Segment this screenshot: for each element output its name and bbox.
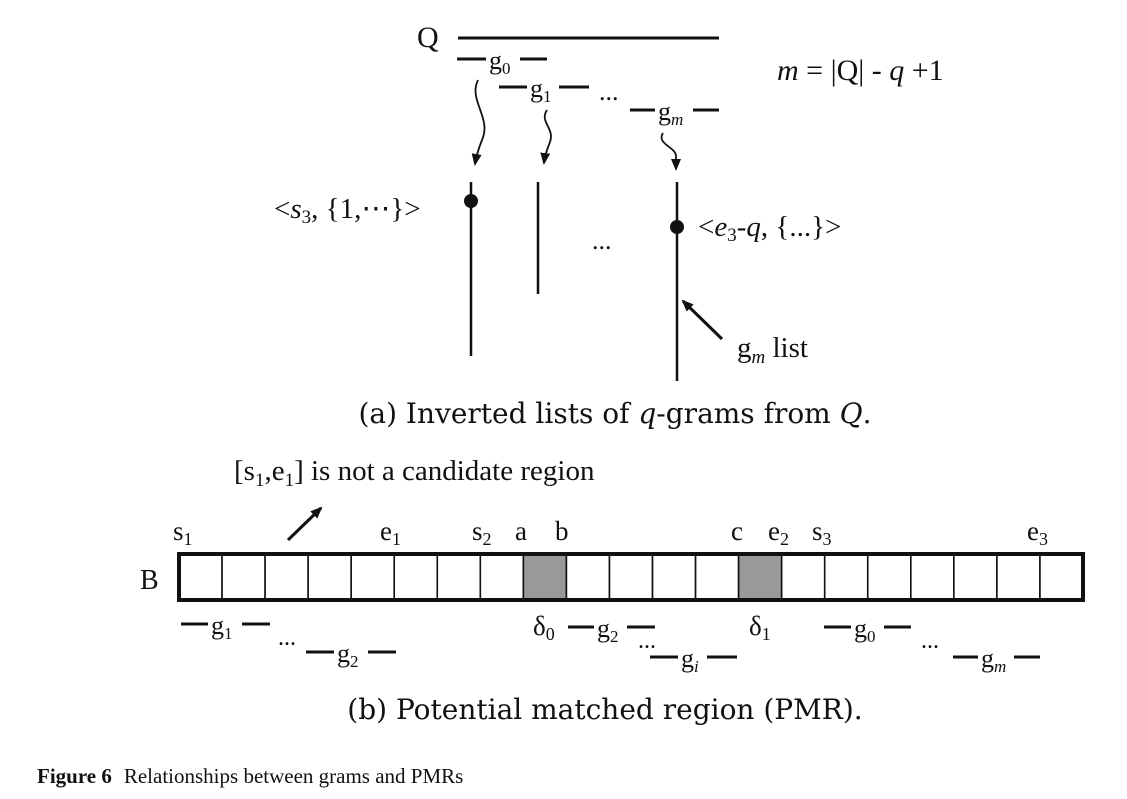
svg-text:g1: g1 <box>530 74 552 106</box>
svg-text:gm: gm <box>981 644 1006 676</box>
panel-a: Q m = |Q| - q +1 g0 g1 ... gm <box>274 21 944 430</box>
array-cell <box>436 553 482 601</box>
array-cell <box>307 553 352 601</box>
array-cell <box>996 553 1041 601</box>
bottom-ellipsis-2: ... <box>638 628 656 654</box>
gram-ellipsis: ... <box>599 77 619 106</box>
svg-text:gm: gm <box>658 97 683 129</box>
label-b: b <box>555 516 569 546</box>
bottom-gram-gm: gm <box>953 644 1040 676</box>
delta-0: δ0 <box>533 611 555 644</box>
bottom-gram-g0: g0 <box>824 614 911 646</box>
array-cell <box>953 553 998 601</box>
label-a: a <box>515 516 527 546</box>
caption-a: (a) Inverted lists of q-grams from Q. <box>358 397 871 430</box>
bottom-gram-gi: gi <box>650 644 737 676</box>
bottom-gram-g2-mid: g2 <box>568 614 655 646</box>
array-cell <box>694 553 740 601</box>
array-cell <box>651 553 697 601</box>
array-cell <box>608 553 654 601</box>
svg-text:g2: g2 <box>337 639 359 671</box>
caption-b: (b) Potential matched region (PMR). <box>347 693 862 726</box>
array-cell <box>178 553 223 601</box>
gram-g0: g0 <box>457 46 547 78</box>
bottom-grams: g1 ... g2 δ0 g2 ... gi δ1 <box>181 611 1040 676</box>
array-cell <box>264 553 309 601</box>
bottom-gram-g2-left: g2 <box>306 639 396 671</box>
array-cell-shaded <box>737 553 783 601</box>
arrow-g0-to-list <box>471 79 486 166</box>
svg-text:g0: g0 <box>854 614 876 646</box>
list-ellipsis: ... <box>592 226 612 255</box>
array-outline <box>177 552 1085 602</box>
array-cell <box>823 553 869 601</box>
svg-text:g0: g0 <box>489 46 511 78</box>
arrow-g1-to-list <box>540 109 552 165</box>
label-e3: e3 <box>1027 516 1048 549</box>
array-cell <box>910 553 955 601</box>
array-cell <box>479 553 525 601</box>
list-entry-dot-end <box>670 220 684 234</box>
array-b <box>177 552 1085 602</box>
note-arrow <box>286 506 323 542</box>
svg-text:gi: gi <box>681 644 699 676</box>
array-cell <box>866 553 912 601</box>
list-entry-end: <e3-q, {...}> <box>698 211 841 246</box>
array-label: B <box>140 565 159 596</box>
svg-text:g1: g1 <box>211 611 233 643</box>
array-cell-shaded <box>522 553 568 601</box>
delta-1: δ1 <box>749 611 771 644</box>
array-cell <box>565 553 611 601</box>
bottom-gram-g1: g1 <box>181 611 270 643</box>
formula: m = |Q| - q +1 <box>777 54 944 87</box>
bottom-ellipsis-1: ... <box>278 625 296 651</box>
non-candidate-note: [s1,e1] is not a candidate region <box>234 455 595 491</box>
gm-list-label: gm list <box>737 332 808 368</box>
bottom-ellipsis-3: ... <box>921 628 939 654</box>
gm-list-arrow <box>681 299 724 341</box>
gram-g1: g1 <box>499 74 589 106</box>
svg-text:g2: g2 <box>597 614 619 646</box>
array-cell <box>1039 553 1084 601</box>
array-cell <box>780 553 826 601</box>
label-e2: e2 <box>768 516 789 549</box>
list-entry-start: <s3, {1,⋯}> <box>274 193 421 228</box>
label-s1: s1 <box>173 516 193 549</box>
list-entry-dot-start <box>464 194 478 208</box>
array-cell <box>221 553 266 601</box>
array-cell <box>350 553 396 601</box>
query-label: Q <box>417 21 439 54</box>
panel-b: [s1,e1] is not a candidate region s1 e1 … <box>140 455 1085 726</box>
label-s2: s2 <box>472 516 492 549</box>
label-s3: s3 <box>812 516 832 549</box>
label-c: c <box>731 516 743 546</box>
label-e1: e1 <box>380 516 401 549</box>
top-labels: s1 e1 s2 a b c e2 s3 e3 <box>173 516 1048 549</box>
arrow-gm-to-list <box>660 132 681 171</box>
array-cell <box>393 553 439 601</box>
gram-gm: gm <box>630 97 719 129</box>
